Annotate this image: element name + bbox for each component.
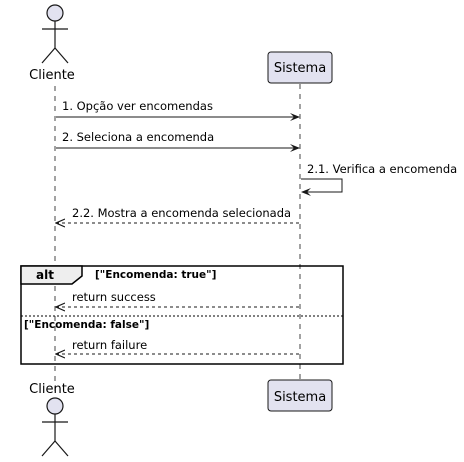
alt-frame: alt ["Encomenda: true"] return success [… bbox=[20, 265, 344, 365]
actor-cliente-bottom: Cliente bbox=[29, 382, 75, 457]
actor-cliente-top: Cliente bbox=[29, 4, 75, 83]
return-success-label: return success bbox=[72, 290, 156, 304]
message-2: 2. Seleciona a encomenda bbox=[56, 130, 300, 152]
message-2-1-self: 2.1. Verifica a encomenda bbox=[301, 162, 457, 196]
actor-head-icon bbox=[46, 4, 64, 22]
message-2-label: 2. Seleciona a encomenda bbox=[62, 130, 214, 144]
participant-sistema-bottom: Sistema bbox=[267, 379, 333, 412]
actor-head-icon bbox=[46, 397, 64, 415]
return-failure-label: return failure bbox=[72, 338, 147, 352]
alt-keyword: alt bbox=[36, 268, 54, 282]
participant-sistema-label-bottom: Sistema bbox=[274, 390, 326, 405]
message-1-label: 1. Opção ver encomendas bbox=[62, 99, 213, 113]
participant-sistema-top: Sistema bbox=[267, 51, 333, 84]
alt-frame-tab bbox=[20, 265, 83, 285]
message-2-1-label: 2.1. Verifica a encomenda bbox=[307, 162, 457, 176]
actor-cliente-label-bottom: Cliente bbox=[29, 382, 75, 397]
participant-sistema-label-top: Sistema bbox=[274, 61, 326, 76]
actor-cliente-label-top: Cliente bbox=[29, 68, 75, 83]
message-2-2-return: 2.2. Mostra a encomenda selecionada bbox=[56, 206, 299, 223]
message-1: 1. Opção ver encomendas bbox=[56, 99, 300, 121]
alt-guard-true: ["Encomenda: true"] bbox=[95, 269, 216, 281]
alt-guard-false: ["Encomenda: false"] bbox=[24, 319, 149, 331]
message-2-2-label: 2.2. Mostra a encomenda selecionada bbox=[72, 206, 291, 220]
